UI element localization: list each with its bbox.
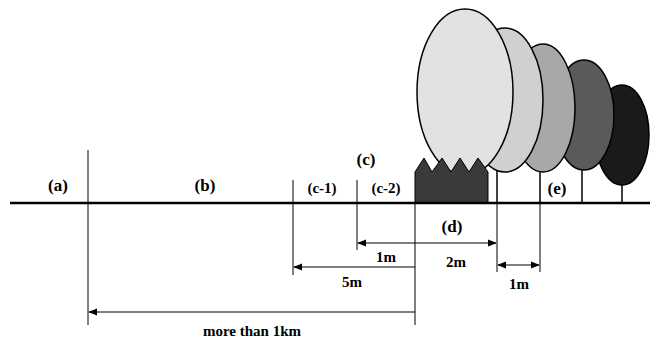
region-label: (c-2) xyxy=(369,180,402,197)
region-label: (c-1) xyxy=(305,180,338,197)
dimension-label: 1m xyxy=(374,249,398,266)
tree-crown xyxy=(417,9,513,175)
tick-line xyxy=(540,203,541,272)
shrub xyxy=(415,158,488,203)
tree-trunk xyxy=(621,185,623,203)
tick-line xyxy=(88,150,89,325)
region-label: (c) xyxy=(355,151,378,170)
ground-line xyxy=(10,202,650,205)
dimension-arrow xyxy=(498,265,539,266)
tick-line xyxy=(497,203,498,272)
tree-trunk xyxy=(539,172,541,203)
dimension-arrow xyxy=(358,243,415,244)
tick-line xyxy=(415,203,416,325)
region-label: (d) xyxy=(440,218,465,237)
region-label: (e) xyxy=(546,180,569,199)
dimension-arrow xyxy=(89,312,415,313)
dimension-label: 5m xyxy=(340,274,364,291)
dimension-label: 1m xyxy=(507,276,531,293)
dimension-arrow xyxy=(294,267,415,268)
dimension-label: more than 1km xyxy=(201,323,303,340)
region-label: (a) xyxy=(46,177,70,196)
tree-trunk xyxy=(581,170,583,203)
region-label: (b) xyxy=(193,177,218,196)
dimension-arrow xyxy=(415,243,496,244)
tick-line xyxy=(357,180,358,250)
dimension-label: 2m xyxy=(444,254,468,271)
tree-trunk xyxy=(496,170,498,203)
tick-line xyxy=(293,180,294,275)
dimension-arrows xyxy=(89,243,539,312)
dimension-ticks xyxy=(88,150,540,325)
